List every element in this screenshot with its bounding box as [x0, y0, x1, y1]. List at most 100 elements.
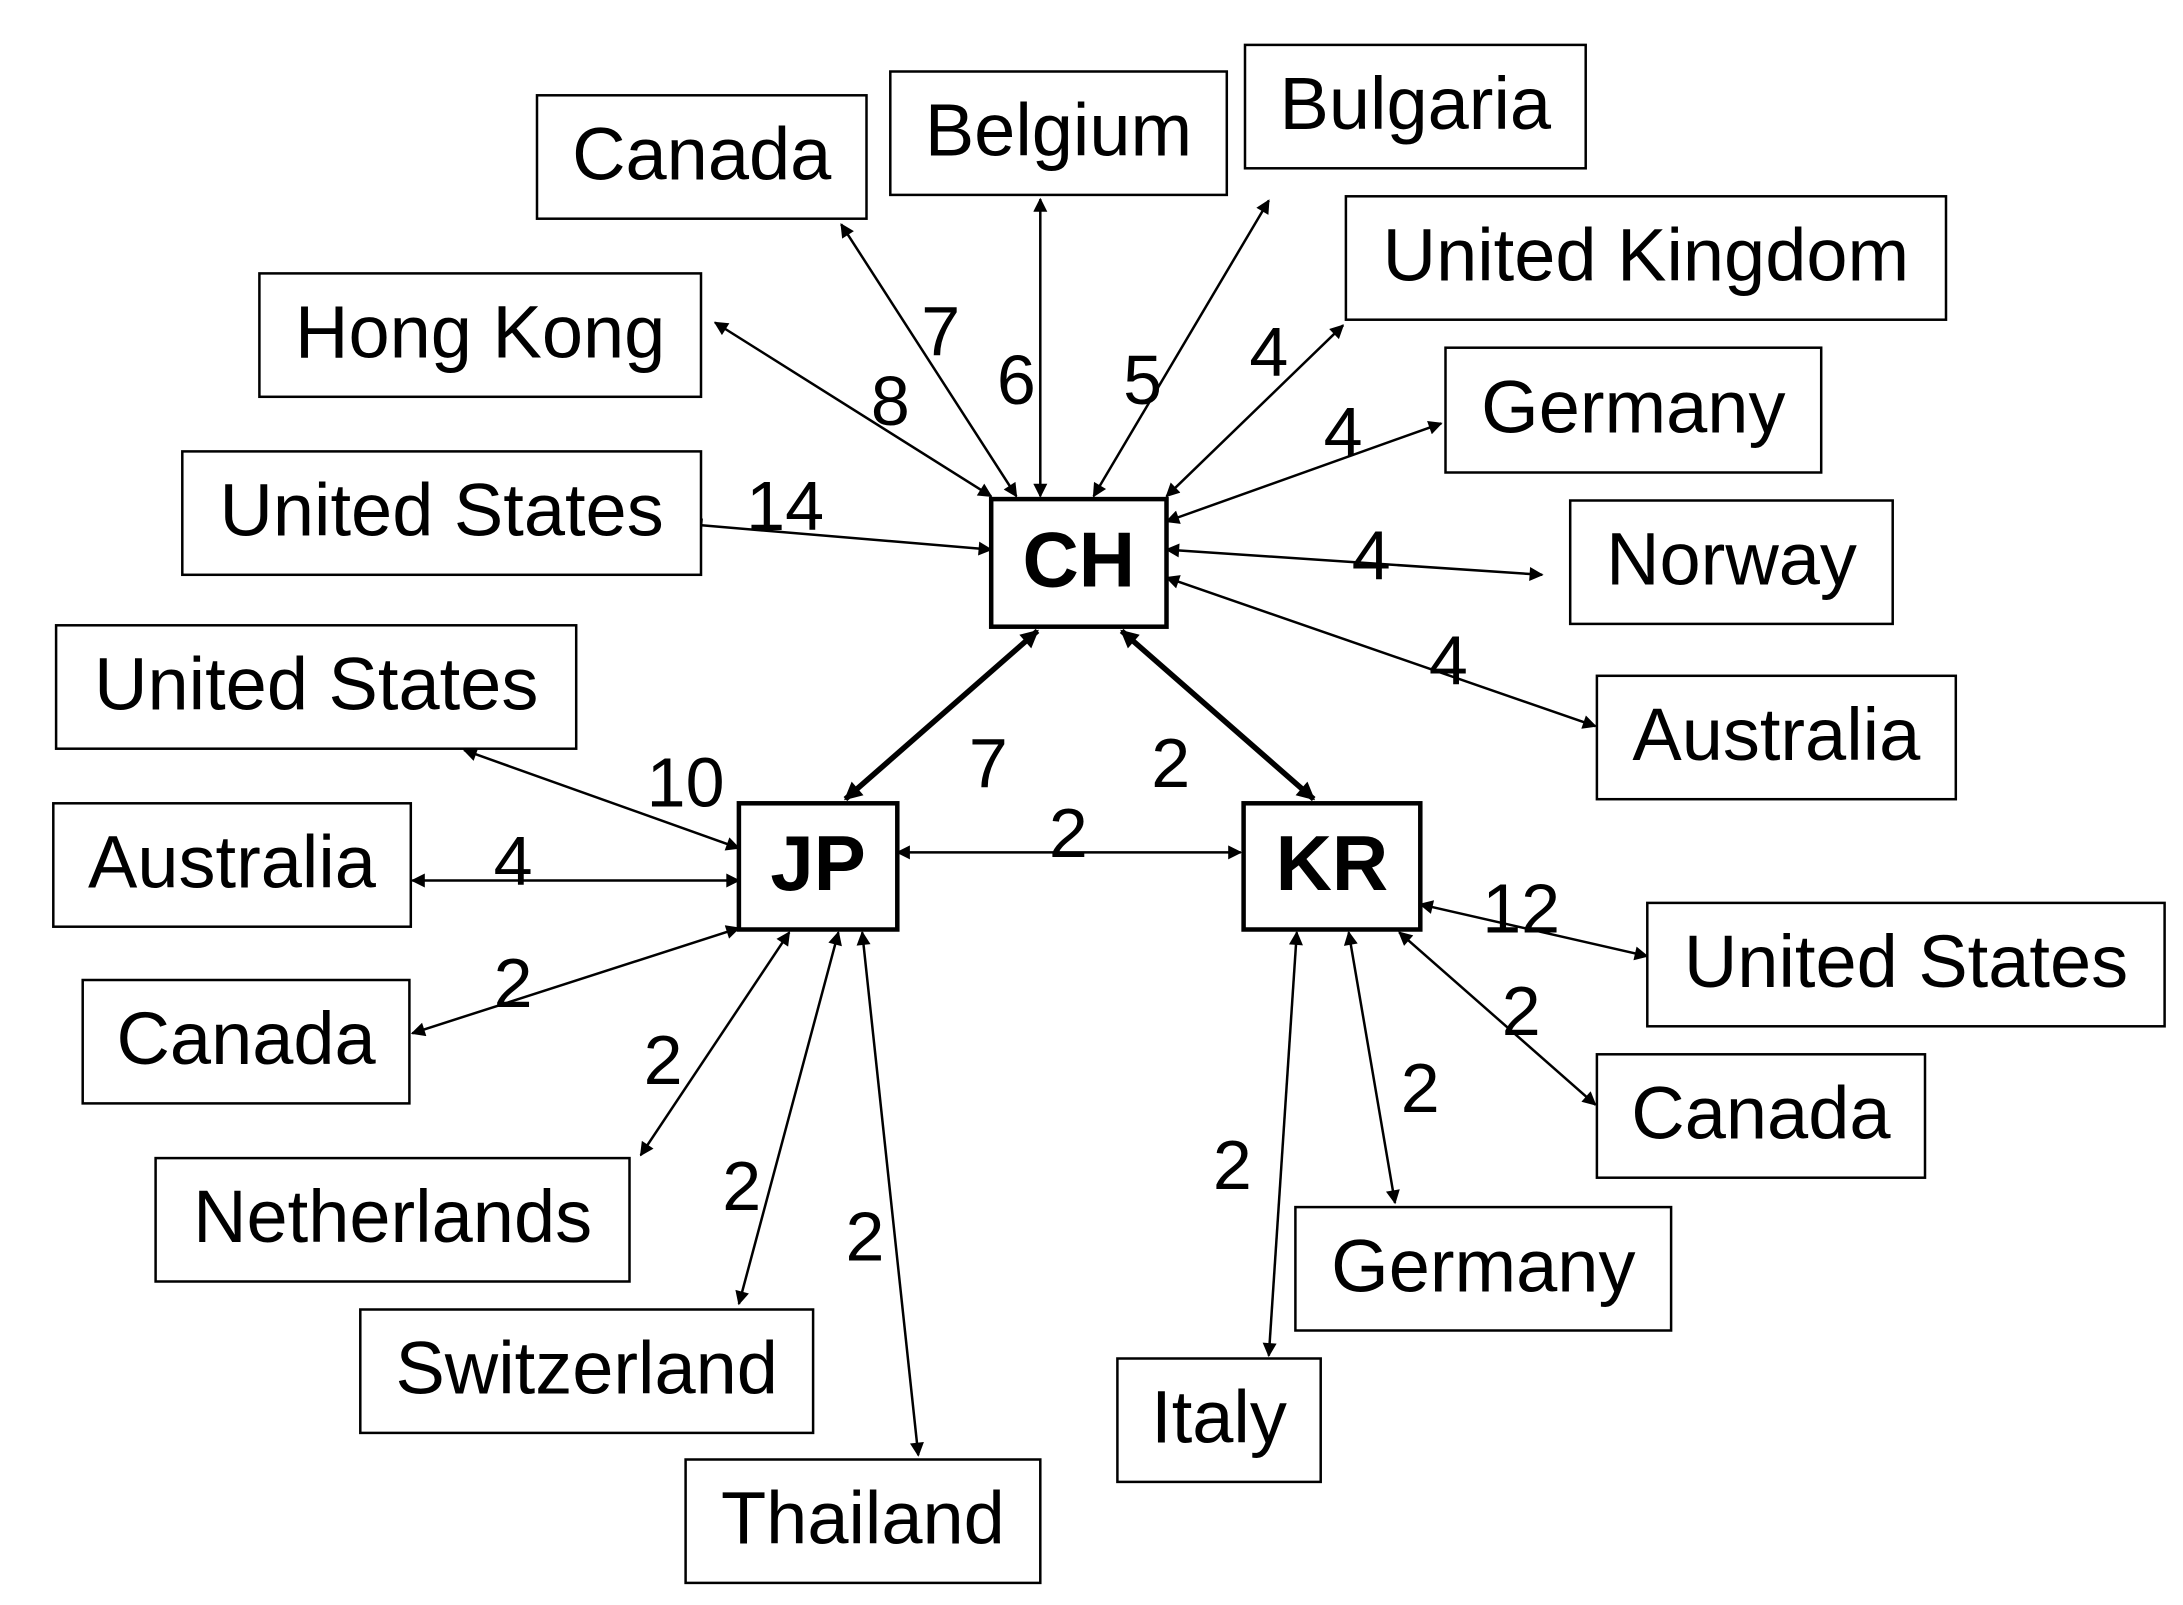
hub-node-ch: CH — [988, 496, 1169, 629]
node-label: Bulgaria — [1280, 62, 1552, 145]
edge-jp-jp-switzerland — [735, 930, 842, 1306]
node-box — [889, 70, 1229, 197]
edge-weight-label: 4 — [1429, 621, 1468, 699]
country-node-kr-italy: Italy — [1116, 1357, 1322, 1484]
edge-jp-jp-us — [462, 747, 741, 851]
edge-weight-label: 2 — [644, 1021, 683, 1099]
edge-jp-jp-thailand — [856, 930, 924, 1457]
node-label: United Kingdom — [1383, 214, 1910, 297]
node-box — [1595, 1053, 1927, 1179]
node-label: Italy — [1151, 1376, 1287, 1459]
country-node-kr-germany: Germany — [1294, 1205, 1673, 1332]
node-label: Norway — [1606, 518, 1857, 601]
node-label: CH — [1022, 516, 1135, 604]
node-box — [154, 1156, 631, 1283]
country-node-ch-belgium: Belgium — [889, 70, 1229, 197]
node-box — [181, 450, 703, 577]
edge-weight-label: 2 — [1049, 794, 1088, 872]
node-box — [1294, 1205, 1673, 1332]
country-node-ch-uk: United Kingdom — [1344, 195, 1948, 321]
node-label: JP — [770, 819, 865, 907]
edge-weight-label: 4 — [1352, 516, 1391, 594]
edge-weight-label: 4 — [1249, 313, 1288, 391]
node-label: Canada — [1631, 1072, 1891, 1155]
edge-weight-label: 4 — [494, 822, 533, 900]
node-box — [81, 978, 411, 1105]
country-node-jp-netherlands: Netherlands — [154, 1156, 631, 1283]
edge-ch-jp — [843, 628, 1040, 802]
node-label: Australia — [1632, 693, 1921, 776]
node-box — [1241, 801, 1423, 932]
node-label: Netherlands — [193, 1175, 592, 1258]
node-box — [1568, 499, 1894, 626]
node-box — [359, 1308, 815, 1435]
node-label: Germany — [1481, 366, 1785, 449]
edge-kr-kr-canada — [1398, 931, 1597, 1106]
node-box — [52, 802, 413, 928]
edge-ch-ch-germany — [1165, 421, 1443, 524]
node-box — [1646, 901, 2166, 1028]
edge-weight-label: 2 — [1151, 724, 1190, 802]
node-label: United States — [94, 643, 538, 726]
edge-weight-label: 4 — [1324, 393, 1363, 471]
edge-weight-label: 12 — [1482, 870, 1560, 948]
hub-node-jp: JP — [736, 801, 900, 932]
edge-weight-label: 2 — [1213, 1126, 1252, 1204]
node-box — [736, 801, 900, 932]
country-node-ch-australia: Australia — [1595, 674, 1958, 801]
node-box — [1595, 674, 1958, 801]
country-node-jp-thailand: Thailand — [684, 1458, 1042, 1585]
edge-jp-jp-canada — [410, 925, 741, 1037]
edge-weight-label: 10 — [647, 743, 725, 821]
edge-weight-label: 2 — [722, 1147, 761, 1225]
edge-ch-ch-us — [688, 518, 993, 556]
edge-weight-label: 6 — [997, 341, 1036, 419]
edge-weight-label: 7 — [921, 292, 960, 370]
edge-ch-ch-norway — [1165, 543, 1544, 581]
edge-weight-label: 2 — [846, 1198, 885, 1276]
edge-weight-label: 7 — [969, 724, 1008, 802]
country-node-jp-canada: Canada — [81, 978, 411, 1105]
edge-weight-label: 5 — [1123, 341, 1162, 419]
edge-kr-kr-italy — [1262, 930, 1303, 1358]
node-label: KR — [1276, 819, 1389, 907]
edge-ch-ch-bulgaria — [1092, 199, 1270, 498]
edge-ch-ch-hongkong — [713, 321, 993, 498]
node-label: Germany — [1331, 1224, 1635, 1307]
node-box — [258, 272, 703, 399]
country-node-ch-bulgaria: Bulgaria — [1243, 43, 1587, 170]
edge-weight-label: 8 — [871, 362, 910, 440]
country-node-kr-canada: Canada — [1595, 1053, 1927, 1179]
edge-kr-kr-us — [1418, 900, 1649, 961]
node-label: Australia — [88, 821, 377, 904]
country-node-ch-germany: Germany — [1444, 346, 1823, 474]
node-label: Hong Kong — [295, 291, 665, 374]
edge-ch-ch-australia — [1165, 575, 1597, 729]
country-node-ch-us: United States — [181, 450, 703, 577]
node-label: Thailand — [721, 1477, 1005, 1560]
edge-weight-label: 2 — [1401, 1049, 1440, 1127]
country-node-jp-australia: Australia — [52, 802, 413, 928]
node-box — [1116, 1357, 1322, 1484]
country-node-kr-us: United States — [1646, 901, 2166, 1028]
node-label: United States — [1684, 920, 2128, 1003]
node-box — [54, 624, 578, 750]
edges-layer — [410, 197, 1649, 1457]
edge-weight-label: 2 — [1502, 972, 1541, 1050]
edge-weight-label: 2 — [494, 944, 533, 1022]
country-node-ch-canada: Canada — [535, 94, 868, 220]
node-label: Canada — [116, 997, 376, 1080]
node-label: Belgium — [925, 89, 1192, 172]
country-node-jp-us: United States — [54, 624, 578, 750]
country-node-jp-switzerland: Switzerland — [359, 1308, 815, 1435]
country-node-ch-norway: Norway — [1568, 499, 1894, 626]
country-node-ch-hongkong: Hong Kong — [258, 272, 703, 399]
node-box — [1344, 195, 1948, 321]
hub-node-kr: KR — [1241, 801, 1423, 932]
edge-weight-label: 14 — [746, 467, 824, 545]
node-label: Switzerland — [395, 1327, 778, 1410]
node-box — [684, 1458, 1042, 1585]
